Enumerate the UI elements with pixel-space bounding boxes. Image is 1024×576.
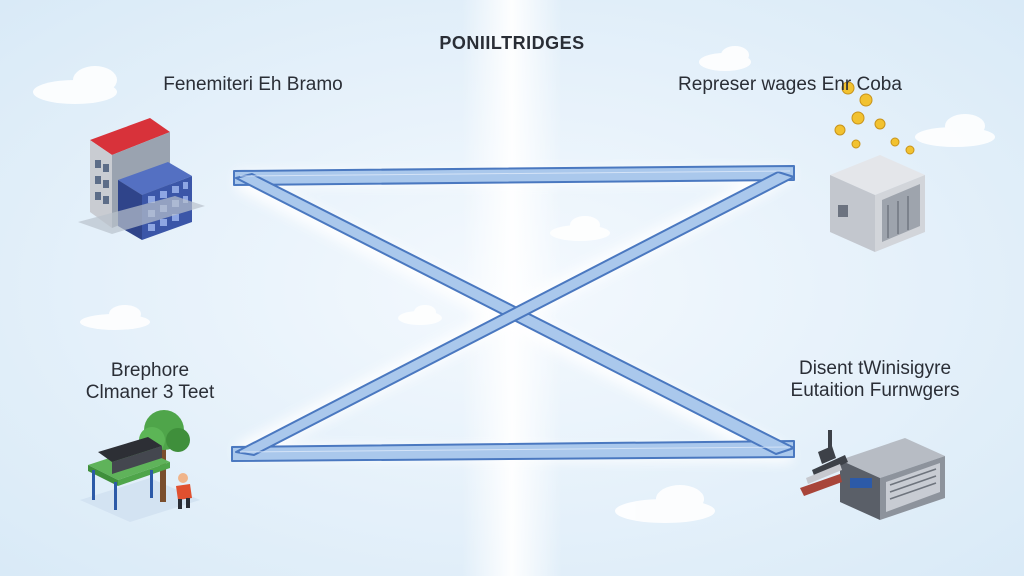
bridge-diagonal-right	[235, 171, 795, 456]
label-line: Eutaition Furnwgers	[790, 380, 960, 401]
node-label-bottom-right: Disent tWinisigyre Eutaition Furnwgers	[750, 358, 1000, 402]
bridge-highlights	[239, 170, 791, 453]
cloud-icon	[80, 305, 150, 330]
cloud-icon	[550, 216, 610, 241]
node-label-top-left: Fenemiteri Eh Bramo	[123, 74, 383, 96]
bridge-top-span	[233, 165, 795, 186]
cloud-group	[33, 46, 995, 523]
label-line: Represer wages Enr Coba	[678, 74, 902, 95]
node-label-bottom-left: Brephore Clmaner 3 Teet	[35, 360, 265, 404]
label-line: Brephore	[110, 360, 190, 381]
cloud-icon	[699, 46, 751, 71]
bridge-structure	[231, 165, 795, 462]
machine-unit-icon	[800, 430, 945, 520]
label-line: Fenemiteri Eh Bramo	[163, 74, 343, 95]
cloud-icon	[33, 66, 117, 104]
bridge-bottom-span	[231, 440, 795, 462]
label-line: Clmaner 3 Teet	[85, 382, 215, 403]
coin-icon	[834, 81, 915, 155]
cloud-icon	[398, 305, 442, 325]
park-kiosk-icon	[80, 410, 200, 522]
server-coins-icon	[830, 81, 925, 252]
cloud-icon	[915, 114, 995, 147]
node-label-top-right: Represer wages Enr Coba	[645, 74, 935, 96]
diagram-title: PONIILTRIDGES	[439, 33, 585, 53]
cloud-icon	[615, 485, 715, 523]
label-line: Disent tWinisigyre	[798, 358, 952, 379]
person-icon	[176, 473, 192, 509]
office-building-icon	[78, 118, 205, 240]
